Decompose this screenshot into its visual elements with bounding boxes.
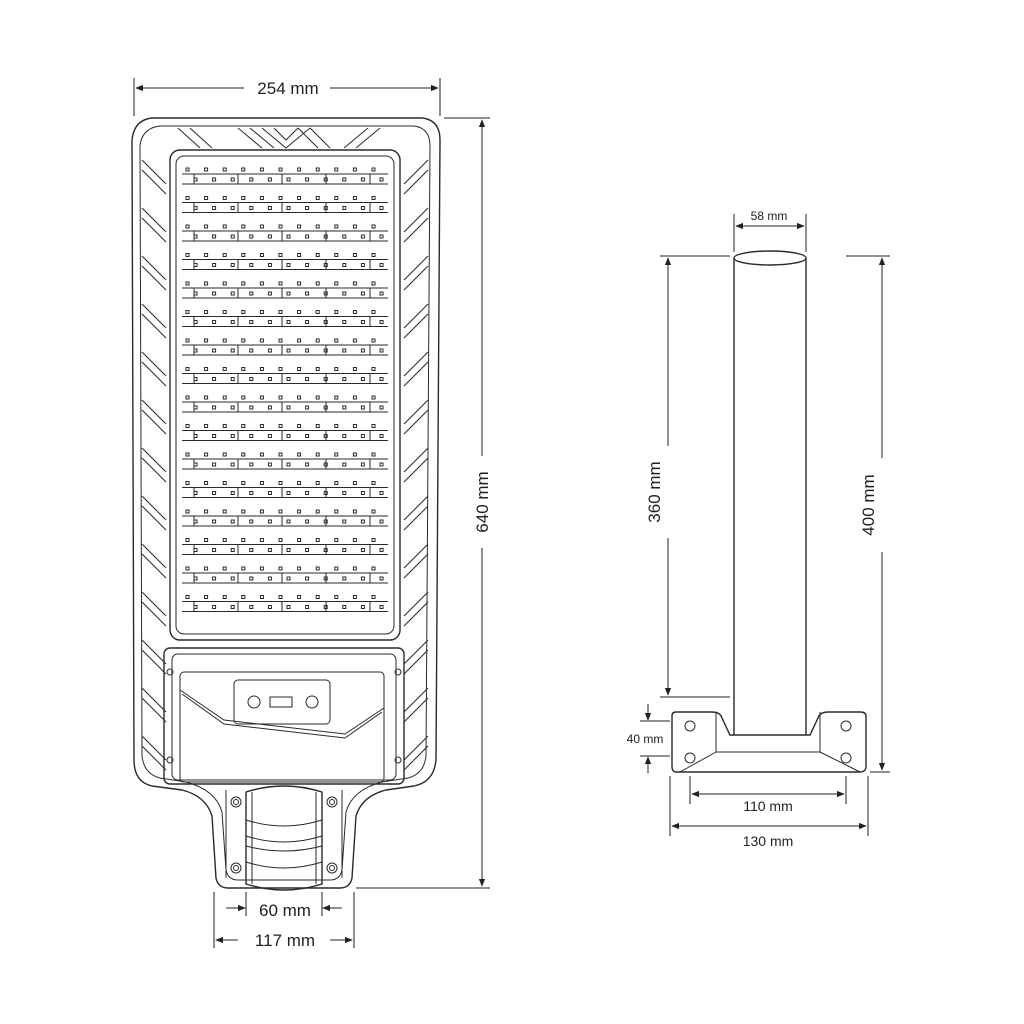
total-height-label: 400 mm: [859, 474, 878, 535]
pole-diameter-label: 58 mm: [751, 209, 788, 223]
base-hole-top-left: [684, 720, 696, 732]
lamp-outer-body: [131, 117, 441, 889]
tube-height-label: 360 mm: [645, 461, 664, 522]
lamp-height-dimension: 640 mm: [356, 117, 492, 889]
base-width-dimension: 130 mm: [669, 776, 869, 849]
hole-spacing-label: 110 mm: [743, 798, 793, 814]
total-height-dimension: 400 mm: [846, 255, 890, 773]
sensor-window: [233, 679, 331, 725]
base-height-dimension: 40 mm: [627, 704, 670, 773]
sensor-led-right: [305, 695, 319, 709]
pole-diameter-dimension: 58 mm: [733, 209, 807, 252]
base-hole-bottom-left: [684, 752, 696, 764]
lamp-inner-body: [139, 125, 431, 881]
lamp-housing: [131, 117, 441, 891]
lamp-height-label: 640 mm: [473, 471, 492, 532]
led-array: [182, 167, 388, 612]
pole-base-plate: [671, 711, 867, 773]
right-side-fins: [403, 159, 429, 771]
mounting-bracket: [225, 785, 343, 891]
mount-outer-label: 117 mm: [255, 931, 315, 950]
led-panel-frame: [169, 149, 401, 641]
sensor-switch: [269, 696, 293, 708]
control-box: [163, 647, 405, 785]
hole-spacing-dimension: 110 mm: [689, 776, 847, 814]
mount-outer-dimension: 117 mm: [213, 892, 355, 950]
base-hole-top-right: [840, 720, 852, 732]
lamp-width-label: 254 mm: [257, 79, 318, 98]
base-height-label: 40 mm: [627, 732, 664, 746]
top-fins: [177, 127, 381, 149]
lamp-width-dimension: 254 mm: [133, 78, 441, 116]
sensor-led-left: [247, 695, 261, 709]
pole-adapter: [671, 250, 867, 773]
led-panel-inner: [175, 155, 395, 635]
base-hole-bottom-right: [840, 752, 852, 764]
left-side-fins: [141, 159, 167, 771]
mount-inner-dimension: 60 mm: [226, 892, 342, 920]
pole-tube-top: [733, 250, 807, 266]
tube-height-dimension: 360 mm: [645, 255, 730, 698]
mount-inner-label: 60 mm: [259, 901, 311, 920]
base-width-label: 130 mm: [743, 833, 794, 849]
